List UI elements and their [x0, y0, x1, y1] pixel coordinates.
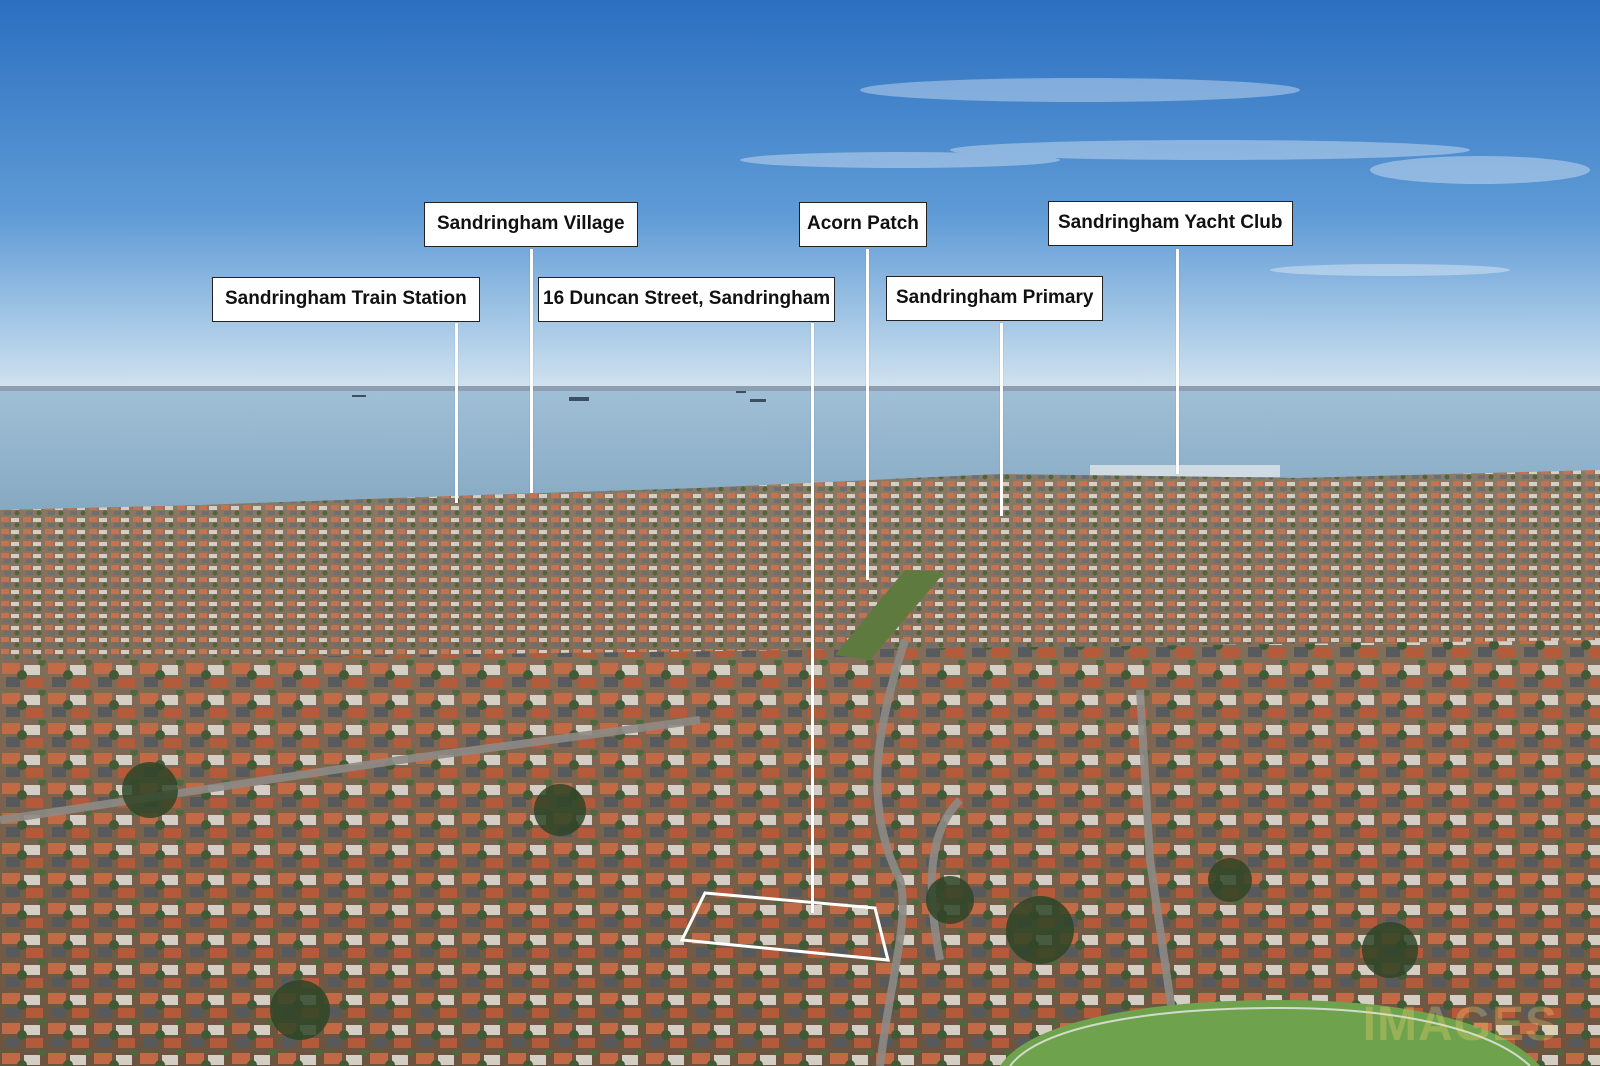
leader-yacht-club: [1176, 249, 1179, 474]
leader-village: [530, 249, 533, 493]
label-village: Sandringham Village: [424, 202, 638, 247]
sky: [0, 0, 1600, 392]
label-yacht-club: Sandringham Yacht Club: [1048, 201, 1293, 246]
leader-acorn-patch: [866, 249, 869, 580]
leader-primary: [1000, 323, 1003, 516]
property-boundary: [679, 891, 890, 962]
dark-trees: [122, 762, 1418, 1040]
leader-property: [811, 323, 814, 913]
leader-train-station: [455, 323, 458, 503]
ships: [352, 391, 766, 402]
label-property: 16 Duncan Street, Sandringham: [538, 277, 836, 322]
label-acorn-patch: Acorn Patch: [799, 202, 927, 247]
label-train-station: Sandringham Train Station: [212, 277, 480, 322]
roads: [0, 638, 1184, 1066]
marina: [1090, 465, 1280, 477]
label-primary: Sandringham Primary: [886, 276, 1104, 321]
watermark: IMAGES: [1362, 998, 1558, 1051]
tree-corridor: [835, 570, 945, 660]
far-shore: [0, 386, 1600, 391]
clouds: [740, 78, 1590, 276]
